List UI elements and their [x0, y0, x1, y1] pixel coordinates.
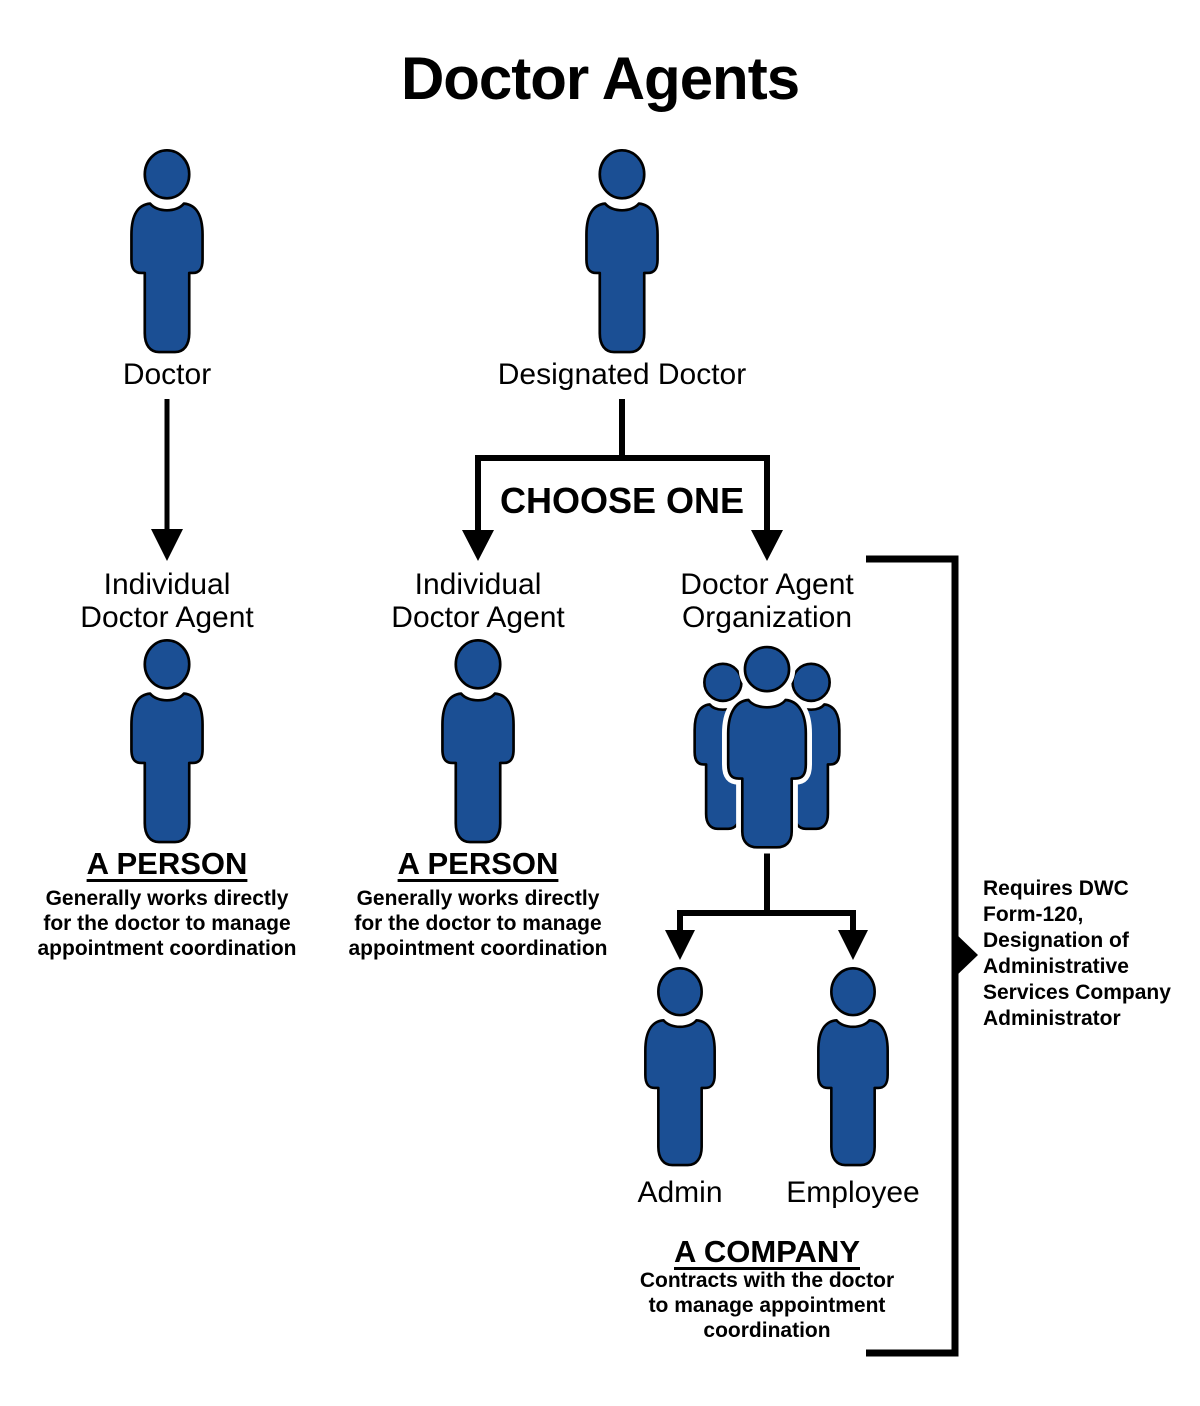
employee-arrow-head	[838, 930, 868, 960]
company-description: Contracts with the doctor to manage appo…	[640, 1268, 894, 1343]
designated-doctor-person-icon	[585, 148, 659, 354]
description-line: appointment coordination	[37, 937, 297, 960]
note-line: Requires DWC	[983, 877, 1129, 900]
choose-one-branch	[475, 455, 770, 533]
label-line: Individual	[414, 568, 542, 601]
doctor-person-icon	[130, 148, 204, 354]
note-line: Services Company	[983, 981, 1171, 1004]
admin-arrow-head	[665, 930, 695, 960]
dwc-bracket-arrow-head	[954, 932, 978, 978]
doctor-label: Doctor	[122, 358, 212, 391]
admin-person-icon	[644, 967, 716, 1167]
organization-branch	[677, 910, 856, 932]
description-line: Generally works directly	[45, 887, 289, 910]
admin-label: Admin	[637, 1176, 723, 1209]
description-line: for the doctor to manage	[43, 912, 291, 935]
label-line: Organization	[681, 601, 853, 634]
individual-agent-middle-label: Individual Doctor Agent	[391, 568, 564, 634]
individual-agent-left-label: Individual Doctor Agent	[80, 568, 253, 634]
dwc-requirement-note: Requires DWC Form-120, Designation of Ad…	[983, 876, 1171, 1032]
a-person-heading-middle: A PERSON	[397, 846, 559, 881]
diagram-title: Doctor Agents	[400, 45, 800, 112]
description-line: Contracts with the doctor	[639, 1269, 895, 1292]
description-line: for the doctor to manage	[354, 912, 602, 935]
description-line: Generally works directly	[356, 887, 600, 910]
label-line: Individual	[103, 568, 231, 601]
employee-label: Employee	[786, 1176, 920, 1209]
dwc-bracket	[866, 555, 959, 1357]
a-person-heading-left: A PERSON	[86, 846, 248, 881]
doctor-arrow-head	[151, 529, 183, 561]
employee-person-icon	[817, 967, 889, 1167]
note-line: Form-120,	[983, 903, 1084, 926]
choose-left-arrow-head	[462, 530, 494, 561]
individual-agent-middle-person-icon	[441, 638, 515, 844]
label-line: Doctor Agent	[391, 601, 565, 634]
choose-one-label: CHOOSE ONE	[499, 480, 745, 521]
description-line: coordination	[703, 1319, 831, 1342]
person-description-left: Generally works directly for the doctor …	[38, 886, 297, 961]
choose-right-arrow-head	[751, 530, 783, 561]
description-line: to manage appointment	[648, 1294, 886, 1317]
organization-group-icon	[687, 640, 847, 850]
description-line: appointment coordination	[348, 937, 608, 960]
note-line: Administrative	[983, 955, 1129, 978]
a-company-heading: A COMPANY	[674, 1234, 860, 1269]
person-description-middle: Generally works directly for the doctor …	[349, 886, 608, 961]
designated-doctor-label: Designated Doctor	[497, 358, 747, 391]
organization-label: Doctor Agent Organization	[680, 568, 853, 634]
note-line: Administrator	[983, 1007, 1121, 1030]
label-line: Doctor Agent	[680, 568, 854, 601]
label-line: Doctor Agent	[80, 601, 254, 634]
note-line: Designation of	[983, 929, 1129, 952]
individual-agent-left-person-icon	[130, 638, 204, 844]
